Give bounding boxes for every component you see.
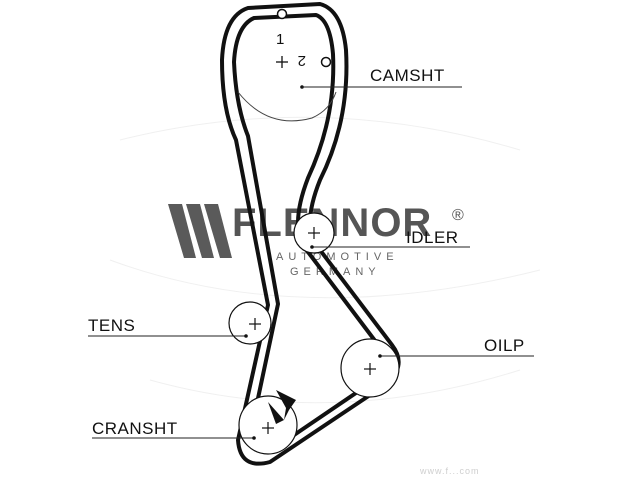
- label-oil-pump: OILP: [484, 336, 525, 355]
- tensioner-plus-icon: [249, 318, 261, 330]
- timing-mark-circle-2: [320, 56, 332, 68]
- background-ghost-lines: [109, 116, 541, 404]
- idler-pulley: [293, 212, 335, 254]
- timing-mark-circle-1: [276, 8, 288, 20]
- timing-marker-1: 1: [276, 31, 284, 48]
- watermark-registered-mark: ®: [452, 207, 464, 224]
- crankshaft-timing-arrow-icon: [268, 390, 296, 424]
- flennor-logo-icon: [168, 204, 232, 258]
- leader-lines: [88, 86, 534, 439]
- label-tensioner: TENS: [88, 316, 135, 335]
- camshaft-sprocket: 1 2: [237, 8, 337, 122]
- label-camshaft: CAMSHT: [370, 66, 445, 85]
- label-crankshaft: CRANSHT: [92, 419, 178, 438]
- watermark-line2: GERMANY: [290, 266, 381, 278]
- label-idler: IDLER: [406, 228, 459, 247]
- crankshaft-plus-icon: [262, 422, 274, 434]
- oil-pump-plus-icon: [364, 363, 376, 375]
- idler-plus-icon: [308, 227, 320, 239]
- footer-url: www.f...com: [419, 466, 480, 476]
- watermark-line1: AUTOMOTIVE: [276, 251, 399, 263]
- camshaft-plus-icon: [276, 56, 288, 68]
- leader-dots: [244, 245, 382, 440]
- tensioner-pulley: [228, 301, 272, 345]
- timing-marker-2: 2: [298, 52, 306, 69]
- flennor-watermark: FLENNOR ® AUTOMOTIVE GERMANY: [168, 201, 464, 278]
- oil-pump-pulley: [340, 338, 400, 398]
